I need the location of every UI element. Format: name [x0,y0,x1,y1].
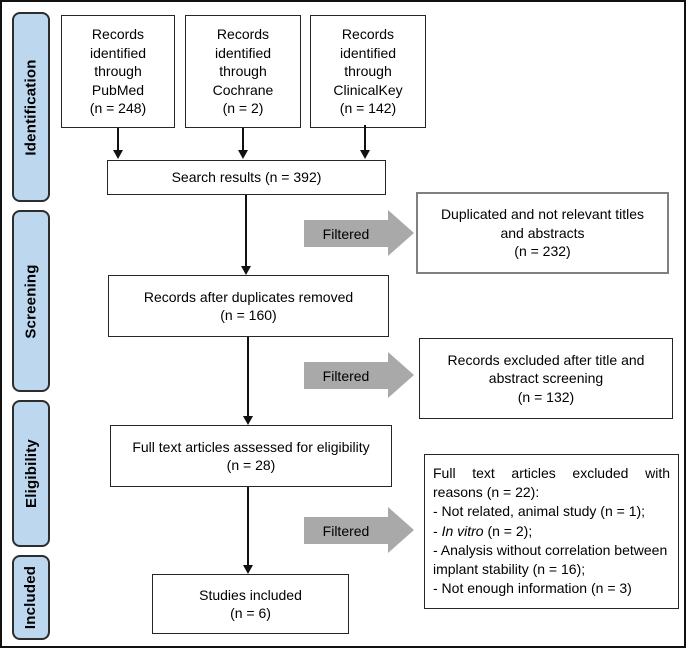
fulltext-assessed-box: Full text articles assessed for eligibil… [110,425,392,487]
filtered-arrow-2-head-icon [388,352,414,398]
source-box-cochrane-text: Records identified through Cochrane (n =… [212,26,274,117]
filtered-arrow-2-label: Filtered [322,367,370,384]
flow-arrow-search-to-duplicates [241,195,251,275]
excluded-reasons-box: Full text articles excluded with reasons… [424,454,679,609]
excluded-reason-item: - In vitro (n = 2); [433,522,670,541]
flow-arrow-pubmed-to-search [113,128,123,159]
filtered-arrow-3-shaft: Filtered [304,517,388,544]
studies-included-text: Studies included (n = 6) [199,586,302,621]
stage-eligibility: Eligibility [12,400,50,547]
fulltext-assessed-text: Full text articles assessed for eligibil… [132,438,370,473]
stage-screening: Screening [12,210,50,392]
reason-item-pre: - [433,522,442,539]
flow-arrow-fulltext-to-included [243,487,253,574]
source-box-clinicalkey: Records identified through ClinicalKey (… [310,15,426,128]
flow-arrow-duplicates-to-fulltext [243,337,253,425]
filtered-arrow-1: Filtered [304,210,414,256]
source-box-pubmed-text: Records identified through PubMed (n = 2… [89,26,147,117]
reason-item-italic: In vitro [441,522,484,539]
filtered-arrow-1-label: Filtered [322,225,370,242]
flow-arrow-cochrane-to-search [238,128,248,159]
duplicates-removed-text: Records after duplicates removed (n = 16… [143,288,354,323]
source-box-pubmed: Records identified through PubMed (n = 2… [61,15,175,128]
excluded-screening-box: Records excluded after title and abstrac… [419,338,673,419]
filtered-arrow-3-label: Filtered [322,522,370,539]
reason-item-post: (n = 2); [483,522,533,539]
excluded-screening-text: Records excluded after title and abstrac… [447,351,645,405]
excluded-reasons-intro: Full text articles excluded with reasons… [433,465,670,501]
excluded-reason-item: - Not enough information (n = 3) [433,580,632,597]
search-results-box: Search results (n = 392) [107,160,386,195]
stage-screening-label: Screening [22,263,40,339]
filtered-arrow-3-head-icon [388,507,414,553]
stage-included: Included [12,555,50,640]
filtered-arrow-1-head-icon [388,210,414,256]
source-box-clinicalkey-text: Records identified through ClinicalKey (… [333,26,403,117]
filtered-arrow-2: Filtered [304,352,414,398]
flow-arrow-clinicalkey-to-search [360,125,370,159]
duplicates-removed-box: Records after duplicates removed (n = 16… [108,275,389,337]
stage-eligibility-label: Eligibility [22,439,40,508]
studies-included-box: Studies included (n = 6) [152,574,349,634]
stage-included-label: Included [22,565,40,630]
filtered-arrow-3: Filtered [304,507,414,553]
excluded-reason-item: - Not related, animal study (n = 1); [433,503,646,520]
excluded-titles-box: Duplicated and not relevant titles and a… [416,192,669,274]
filtered-arrow-2-shaft: Filtered [304,362,388,389]
excluded-titles-text: Duplicated and not relevant titles and a… [440,206,645,260]
filtered-arrow-1-shaft: Filtered [304,220,388,247]
search-results-text: Search results (n = 392) [171,169,322,186]
stage-identification: Identification [12,12,50,202]
source-box-cochrane: Records identified through Cochrane (n =… [185,15,301,128]
excluded-reason-item: - Analysis without correlation between i… [433,541,668,577]
stage-identification-label: Identification [22,58,40,156]
